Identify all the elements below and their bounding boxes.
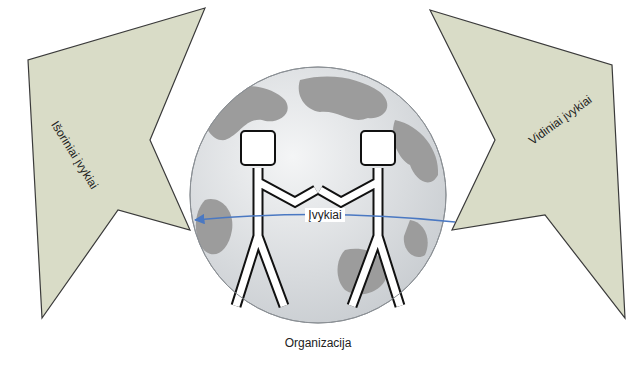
continents [196, 76, 438, 294]
event-bolt: Vidiniai įvykiai [455, 8, 635, 320]
bolt-shape [455, 8, 635, 320]
globe [190, 67, 446, 323]
organization-caption: Organizacija [285, 336, 352, 350]
arrow-label: Įvykiai [305, 208, 344, 222]
text-holder: Organizacija [285, 336, 352, 350]
handshake-figures [236, 131, 400, 306]
event-bolt: Išoriniai įvykiai [10, 8, 195, 320]
bolt-shape [10, 8, 195, 320]
